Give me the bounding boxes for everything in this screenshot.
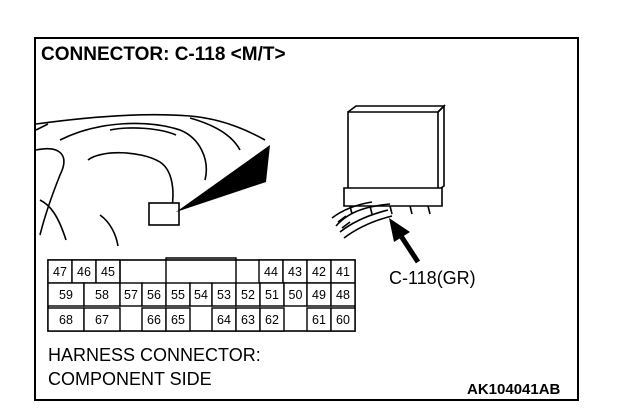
pin-61-label: 61 xyxy=(312,313,326,327)
pointer-wedge xyxy=(176,145,270,212)
pin-44-label: 44 xyxy=(264,265,278,279)
pin-43-label: 43 xyxy=(288,265,302,279)
pin-60-label: 60 xyxy=(336,313,350,327)
diagram-frame xyxy=(34,37,579,401)
pin-55-label: 55 xyxy=(171,288,185,302)
pin-45-label: 45 xyxy=(101,265,115,279)
pin-57-label: 57 xyxy=(124,288,138,302)
pin-51-label: 51 xyxy=(265,288,279,302)
pin-54-label: 54 xyxy=(194,288,208,302)
figure-id: AK104041AB xyxy=(467,381,561,398)
dashboard-drawing xyxy=(35,113,266,247)
pin-67-label: 67 xyxy=(95,313,109,327)
pin-53-label: 53 xyxy=(217,288,231,302)
pin-63-label: 63 xyxy=(241,313,255,327)
pin-64-label: 64 xyxy=(217,313,231,327)
harness-caption-line1: HARNESS CONNECTOR: xyxy=(48,345,261,365)
harness-connector-caption: HARNESS CONNECTOR: COMPONENT SIDE xyxy=(48,343,261,391)
pin-52-label: 52 xyxy=(241,288,255,302)
pin-60-cell xyxy=(330,307,356,332)
pin-68-label: 68 xyxy=(59,313,73,327)
connector-location-box xyxy=(148,202,180,226)
pin-48-cell xyxy=(330,282,356,307)
pin-46-label: 46 xyxy=(77,265,91,279)
connector-key-notch xyxy=(119,257,237,283)
diagram-title: CONNECTOR: C-118 <M/T> xyxy=(41,44,286,65)
pin-49-label: 49 xyxy=(312,288,326,302)
arrow-icon xyxy=(389,218,421,264)
pin-58-label: 58 xyxy=(95,288,109,302)
pin-48-label: 48 xyxy=(336,288,350,302)
pin-59-label: 59 xyxy=(59,288,73,302)
pin-56-label: 56 xyxy=(147,288,161,302)
pin-65-label: 65 xyxy=(171,313,185,327)
pin-41-label: 41 xyxy=(336,265,350,279)
pin-62-label: 62 xyxy=(265,313,279,327)
pin-50-label: 50 xyxy=(289,288,303,302)
connector-callout-label: C-118(GR) xyxy=(389,268,476,288)
harness-caption-line2: COMPONENT SIDE xyxy=(48,369,212,389)
pin-42-label: 42 xyxy=(312,265,326,279)
pin-47-label: 47 xyxy=(53,265,67,279)
pin-66-label: 66 xyxy=(147,313,161,327)
pin-62-cell xyxy=(259,307,285,332)
component-module xyxy=(331,104,446,239)
pin-67-cell xyxy=(83,307,121,332)
pin-65-cell xyxy=(165,307,191,332)
